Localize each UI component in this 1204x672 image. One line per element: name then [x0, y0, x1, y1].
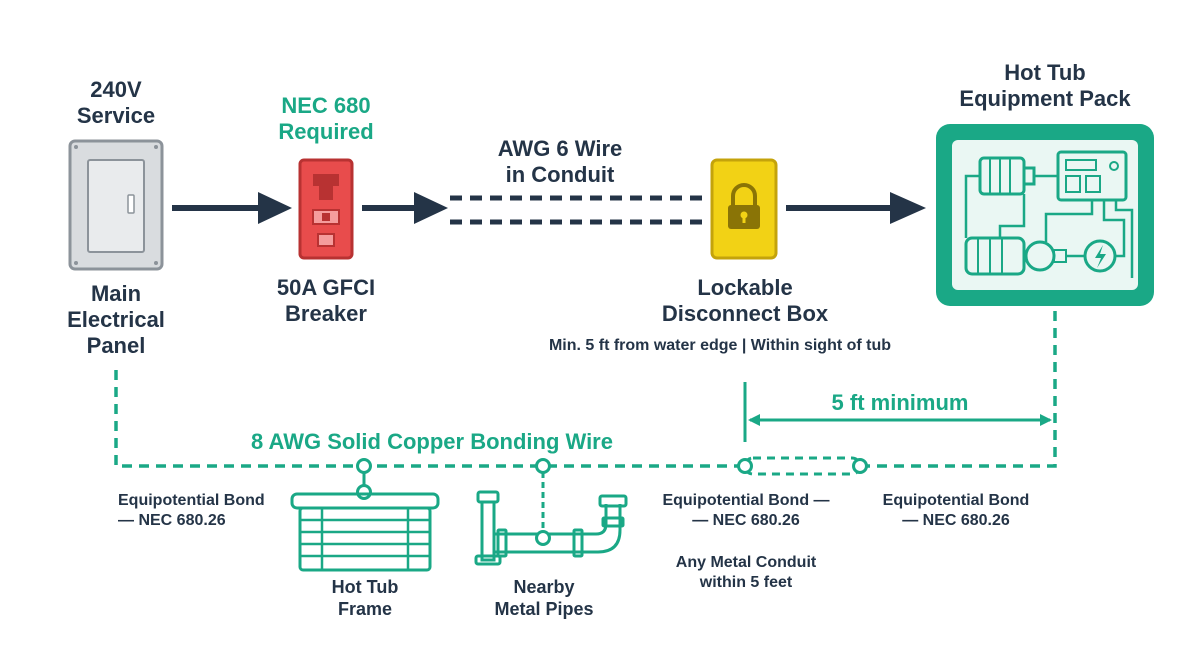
disconnect-box-label-line-1: Lockable: [697, 275, 793, 300]
main-panel-label-line-1: Main: [90, 281, 142, 306]
metal-pipes-icon: [474, 490, 628, 566]
main-panel-label-line-2: Electrical: [67, 307, 165, 332]
gfci-breaker-label-line-2: Breaker: [285, 301, 367, 326]
main-panel-label: Main Electrical Panel: [30, 281, 202, 359]
bonding-wire-label: 8 AWG Solid Copper Bonding Wire: [251, 429, 613, 454]
metal-pipes-label: Nearby Metal Pipes: [474, 576, 614, 620]
main-panel-label-line-3: Panel: [86, 333, 146, 358]
service-title-line-1: 240V: [90, 77, 142, 102]
main-panel-icon: [68, 139, 164, 271]
nec-680-title: NEC 680 Required: [246, 93, 406, 145]
arrow-disconnect-to-equipment: [786, 192, 926, 224]
gfci-breaker-label-line-1: 50A GFCI: [276, 275, 376, 300]
equipment-pack-title: Hot Tub Equipment Pack: [935, 60, 1155, 112]
nec-680-title-line-1: NEC 680: [281, 93, 371, 118]
hot-tub-frame-label-line-2: Frame: [337, 599, 393, 619]
bond-connector-conduit-right: [852, 458, 868, 474]
bond-label-left: Equipotential Bond — NEC 680.26: [118, 491, 298, 531]
distance-dimension: [743, 382, 1052, 442]
bond-label-right-line-2: — NEC 680.26: [902, 512, 1010, 529]
equipment-pack-icon: [936, 124, 1154, 306]
bond-label-right-line-1: Equipotential Bond: [882, 492, 1030, 509]
disconnect-box-icon: [710, 158, 778, 260]
bond-label-left-line-2: — NEC 680.26: [118, 512, 226, 529]
metal-pipes-label-line-1: Nearby: [513, 577, 575, 597]
metal-conduit-label-line-2: within 5 feet: [699, 574, 793, 591]
bond-label-mid: Equipotential Bond — — NEC 680.26: [646, 491, 846, 531]
service-title: 240V Service: [40, 77, 192, 129]
bond-connector-pipes: [535, 458, 551, 532]
bond-connector-conduit-left: [737, 458, 753, 474]
distance-label: 5 ft minimum: [831, 390, 969, 415]
metal-conduit-label: Any Metal Conduit within 5 feet: [636, 553, 856, 593]
conduit-wire-label-line-1: AWG 6 Wire: [497, 136, 623, 161]
disconnect-note: Min. 5 ft from water edge | Within sight…: [548, 337, 892, 354]
gfci-breaker-icon: [298, 158, 354, 260]
metal-conduit-label-line-1: Any Metal Conduit: [675, 554, 817, 571]
equipment-wiring: [964, 174, 1134, 278]
disconnect-box-label: Lockable Disconnect Box: [630, 275, 860, 327]
conduit-wire-label: AWG 6 Wire in Conduit: [440, 136, 680, 188]
hot-tub-frame-label: Hot Tub Frame: [295, 576, 435, 620]
hot-tub-frame-label-line-1: Hot Tub: [331, 577, 399, 597]
equipment-pack-title-line-1: Hot Tub: [1004, 60, 1086, 85]
service-title-line-2: Service: [76, 103, 156, 128]
bond-label-left-line-1: Equipotential Bond: [118, 492, 265, 509]
pump-icon: [964, 236, 1067, 276]
disconnect-box-label-line-2: Disconnect Box: [661, 301, 829, 326]
arrow-panel-to-breaker: [172, 192, 292, 224]
nec-680-title-line-2: Required: [278, 119, 374, 144]
arrow-breaker-to-conduit: [362, 192, 448, 224]
bond-label-mid-line-2: — NEC 680.26: [692, 512, 800, 529]
metal-pipes-label-line-2: Metal Pipes: [494, 599, 594, 619]
hot-tub-frame-icon: [290, 492, 440, 572]
conduit-wire: [450, 195, 708, 225]
gfci-breaker-label: 50A GFCI Breaker: [236, 275, 416, 327]
conduit-wire-label-line-2: in Conduit: [505, 162, 615, 187]
equipment-pack-title-line-2: Equipment Pack: [959, 86, 1131, 111]
bond-label-mid-line-1: Equipotential Bond —: [662, 492, 830, 509]
bond-label-right: Equipotential Bond — NEC 680.26: [864, 491, 1048, 531]
